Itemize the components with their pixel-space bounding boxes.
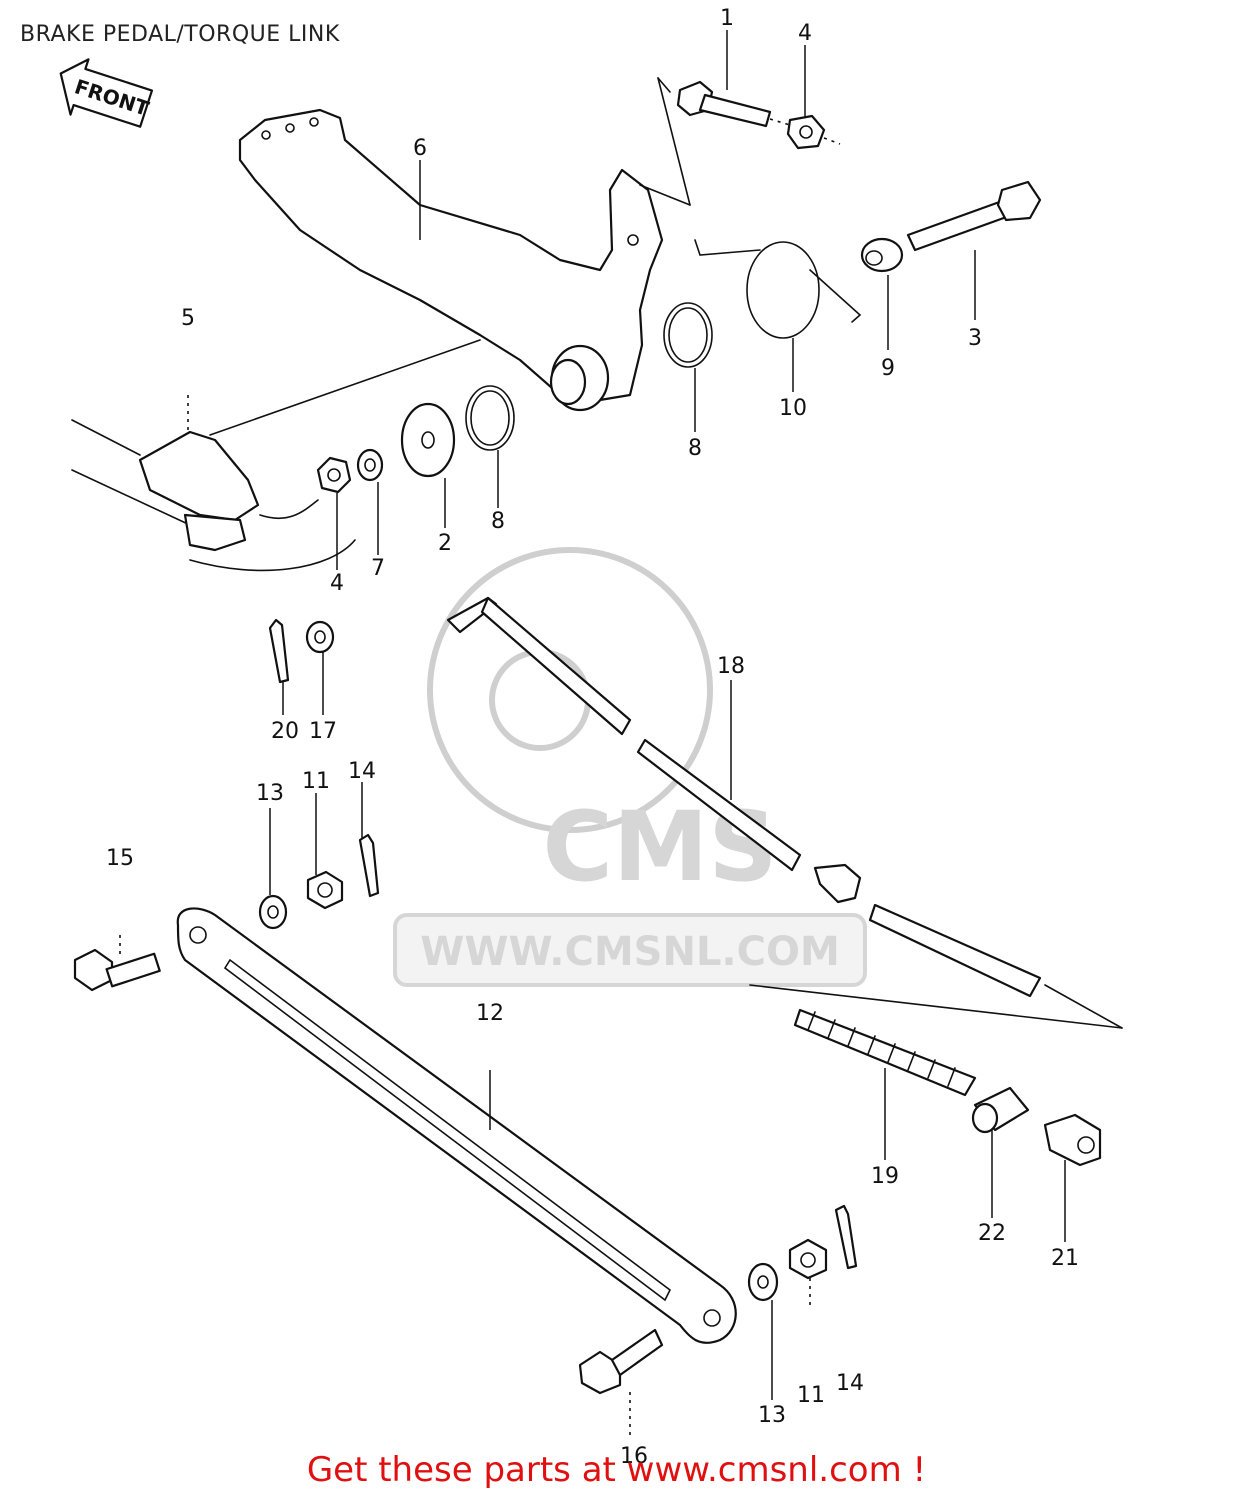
callout-18: 18 <box>717 654 745 679</box>
callout-16: 16 <box>620 1444 648 1469</box>
ring-8-upper <box>663 302 713 368</box>
brake-pedal <box>238 108 664 412</box>
nut-11-upper <box>306 870 344 910</box>
callout-3: 3 <box>968 326 982 351</box>
bolt-16 <box>578 1328 664 1395</box>
front-arrow: FRONT <box>59 58 154 128</box>
nut-4-lower <box>316 456 352 494</box>
callout-9: 9 <box>881 356 895 381</box>
callout-11-upper: 11 <box>302 769 330 794</box>
callout-13-upper: 13 <box>256 781 284 806</box>
callout-4-upper: 4 <box>798 21 812 46</box>
bolt-3 <box>906 180 1042 252</box>
washer-2 <box>400 402 456 478</box>
nut-11-lower <box>788 1238 828 1280</box>
cotter-pin-14-lower <box>834 1204 858 1270</box>
callout-12: 12 <box>476 1001 504 1026</box>
watermark-brand: CMS <box>542 791 777 903</box>
spring-19 <box>793 1008 977 1097</box>
callout-1: 1 <box>720 6 734 31</box>
callout-17: 17 <box>309 719 337 744</box>
callout-13-lower: 13 <box>758 1403 786 1428</box>
rod-joint <box>813 863 862 904</box>
footer-link[interactable]: Get these parts at www.cmsnl.com ! <box>306 1450 927 1490</box>
bolt-15 <box>73 948 161 992</box>
torque-link-12 <box>176 907 737 1344</box>
callout-15: 15 <box>106 846 134 871</box>
washer-13-lower <box>747 1262 779 1302</box>
callout-4-lower: 4 <box>330 571 344 596</box>
callout-5: 5 <box>181 306 195 331</box>
cotter-pin-20 <box>268 618 290 684</box>
rod-18 <box>446 596 802 872</box>
callout-21: 21 <box>1051 1246 1079 1271</box>
bolt-1 <box>676 80 772 128</box>
trunnion-22 <box>971 1086 1030 1134</box>
callout-2: 2 <box>438 531 452 556</box>
spring-10 <box>694 239 862 339</box>
cotter-pin-14-upper <box>358 833 380 898</box>
page-title: BRAKE PEDAL/TORQUE LINK <box>20 22 340 47</box>
callouts: 1 4 6 3 9 10 5 8 8 2 7 4 20 17 18 13 11 … <box>106 6 1079 1469</box>
threaded-rod <box>868 903 1042 998</box>
frame-section <box>71 339 481 572</box>
callout-22: 22 <box>978 1221 1006 1246</box>
watermark-url: WWW.CMSNL.COM <box>420 929 840 975</box>
callout-8-upper: 8 <box>688 436 702 461</box>
washer-13-upper <box>258 894 288 930</box>
callout-8-lower: 8 <box>491 509 505 534</box>
callout-14-lower: 14 <box>836 1371 864 1396</box>
nut-21 <box>1043 1113 1102 1167</box>
callout-10: 10 <box>779 396 807 421</box>
callout-20: 20 <box>271 719 299 744</box>
washer-7 <box>356 448 384 482</box>
washer-17 <box>305 620 335 654</box>
callout-6: 6 <box>413 136 427 161</box>
callout-19: 19 <box>871 1164 899 1189</box>
ring-8-lower <box>465 385 515 451</box>
leader-lines <box>119 30 1066 1440</box>
collar-9 <box>860 237 904 273</box>
callout-11-lower: 11 <box>797 1383 825 1408</box>
callout-14-upper: 14 <box>348 759 376 784</box>
nut-4-upper <box>786 114 826 150</box>
callout-7: 7 <box>371 556 385 581</box>
